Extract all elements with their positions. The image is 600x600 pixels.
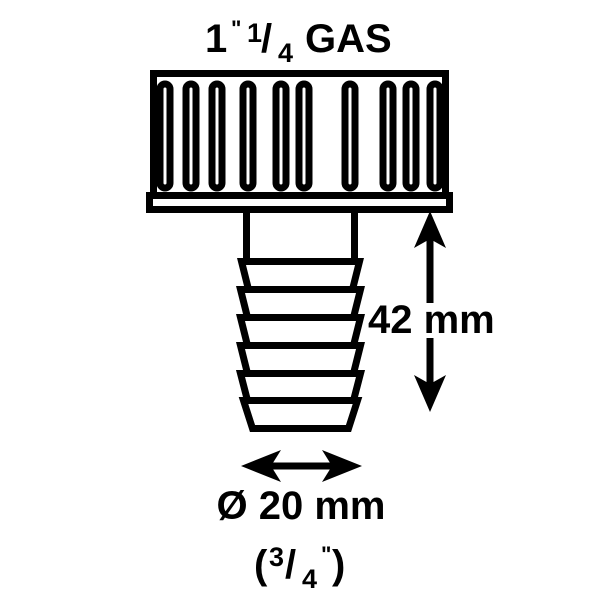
alt-open-paren: (: [254, 543, 268, 587]
length-dimension-label: 42 mm: [368, 298, 495, 342]
diameter-dimension-label: Ø 20 mm: [217, 484, 386, 528]
alt-inch-mark: ": [321, 542, 331, 567]
barb-ring: [236, 286, 365, 321]
thread-fraction-denominator: 4: [278, 38, 293, 68]
head-rib-slot: [239, 80, 257, 192]
arrow-head-up: [414, 211, 446, 248]
barb-ring: [236, 342, 365, 377]
head-rib-slot: [402, 80, 420, 192]
hose-barb: [235, 206, 366, 432]
thread-size-label: 1 " 1 / 4 GAS: [205, 16, 392, 68]
alt-fraction-slash: /: [285, 543, 296, 587]
head-rib-slot: [295, 80, 313, 192]
barb-ring: [235, 370, 366, 404]
head-rib-slot: [182, 80, 200, 192]
barb-ring: [236, 314, 365, 349]
barb-ring: [238, 397, 363, 432]
arrow-head-right: [322, 450, 362, 482]
alt-close-paren: ): [332, 543, 345, 587]
thread-whole-number: 1: [205, 17, 227, 61]
head-rib-slot: [208, 80, 226, 192]
straight-neck: [243, 206, 358, 265]
head-rib-slot: [272, 80, 290, 192]
arrow-head-down: [414, 375, 446, 412]
length-dimension-arrow: 42 mm: [368, 206, 495, 412]
thread-fraction-slash: /: [261, 17, 272, 61]
thread-inch-mark: ": [231, 16, 241, 41]
thread-fraction-numerator: 1: [247, 18, 262, 48]
knurled-head: [146, 70, 453, 213]
head-rib-slot: [379, 80, 397, 192]
arrow-head-left: [241, 450, 281, 482]
alt-fraction-numerator: 3: [269, 542, 284, 572]
head-rib-slot: [156, 80, 174, 192]
head-rib-slot: [341, 80, 359, 192]
alt-fraction-denominator: 4: [302, 564, 317, 594]
head-rib-slots: [156, 80, 444, 192]
head-rib-slot: [426, 80, 444, 192]
thread-standard-label: GAS: [305, 17, 392, 61]
diameter-alt-label: ( 3 / 4 " ): [254, 542, 345, 594]
diameter-dimension-arrow: [241, 450, 362, 482]
barb-ring: [237, 258, 364, 293]
